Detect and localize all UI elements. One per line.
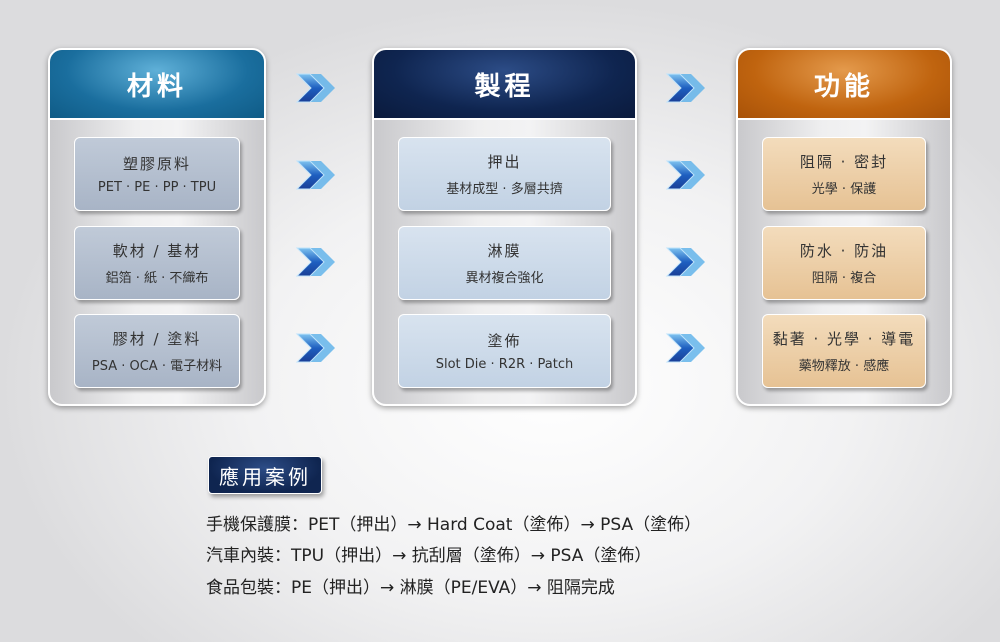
case-line: 食品包裝：PE（押出）→ 淋膜（PE/EVA）→ 阻隔完成	[206, 578, 615, 598]
column-header: 功能	[738, 50, 950, 120]
chevron-right-icon	[664, 71, 712, 105]
card-subtitle: 鋁箔 · 紙 · 不織布	[105, 271, 209, 286]
case-line: 汽車內裝：TPU（押出）→ 抗刮層（塗佈）→ PSA（塗佈）	[206, 546, 652, 566]
column-card: 黏著 · 光學 · 導電 藥物釋放 · 感應	[762, 314, 926, 388]
column-function: 功能 阻隔 · 密封 光學 · 保護 防水 · 防油 阻隔 · 複合 黏著 · …	[736, 48, 952, 406]
cases-badge: 應用案例	[208, 456, 322, 494]
column-card: 膠材 / 塗料 PSA · OCA · 電子材料	[74, 314, 240, 388]
card-title: 阻隔 · 密封	[799, 153, 889, 171]
card-subtitle: Slot Die · R2R · Patch	[435, 357, 574, 372]
column-card: 淋膜 異材複合強化	[398, 226, 611, 300]
column-card: 塗佈 Slot Die · R2R · Patch	[398, 314, 611, 388]
card-title: 防水 · 防油	[799, 242, 889, 260]
card-subtitle: 阻隔 · 複合	[811, 271, 877, 286]
column-process: 製程 押出 基材成型 · 多層共擠 淋膜 異材複合強化 塗佈 Slot Die …	[372, 48, 637, 406]
column-card: 防水 · 防油 阻隔 · 複合	[762, 226, 926, 300]
card-title: 淋膜	[487, 242, 522, 260]
card-title: 軟材 / 基材	[112, 242, 202, 260]
card-subtitle: PSA · OCA · 電子材料	[91, 359, 223, 374]
card-title: 塗佈	[487, 332, 522, 350]
chevron-right-icon	[664, 245, 712, 279]
column-header: 製程	[374, 50, 635, 120]
chevron-right-icon	[664, 158, 712, 192]
column-header: 材料	[50, 50, 264, 120]
card-subtitle: 光學 · 保護	[811, 182, 877, 197]
column-materials: 材料 塑膠原料 PET · PE · PP · TPU 軟材 / 基材 鋁箔 ·…	[48, 48, 266, 406]
column-card: 押出 基材成型 · 多層共擠	[398, 137, 611, 211]
card-title: 押出	[487, 153, 522, 171]
card-title: 塑膠原料	[122, 155, 191, 173]
chevron-right-icon	[294, 71, 342, 105]
card-subtitle: 基材成型 · 多層共擠	[446, 182, 563, 197]
chevron-right-icon	[664, 331, 712, 365]
card-subtitle: PET · PE · PP · TPU	[97, 180, 217, 195]
chevron-right-icon	[294, 331, 342, 365]
card-subtitle: 藥物釋放 · 感應	[798, 359, 890, 374]
card-subtitle: 異材複合強化	[465, 271, 544, 286]
case-line: 手機保護膜：PET（押出）→ Hard Coat（塗佈）→ PSA（塗佈）	[206, 515, 702, 535]
chevron-right-icon	[294, 158, 342, 192]
column-card: 塑膠原料 PET · PE · PP · TPU	[74, 137, 240, 211]
column-card: 軟材 / 基材 鋁箔 · 紙 · 不織布	[74, 226, 240, 300]
chevron-right-icon	[294, 245, 342, 279]
column-card: 阻隔 · 密封 光學 · 保護	[762, 137, 926, 211]
card-title: 膠材 / 塗料	[112, 330, 202, 348]
card-title: 黏著 · 光學 · 導電	[772, 330, 916, 348]
